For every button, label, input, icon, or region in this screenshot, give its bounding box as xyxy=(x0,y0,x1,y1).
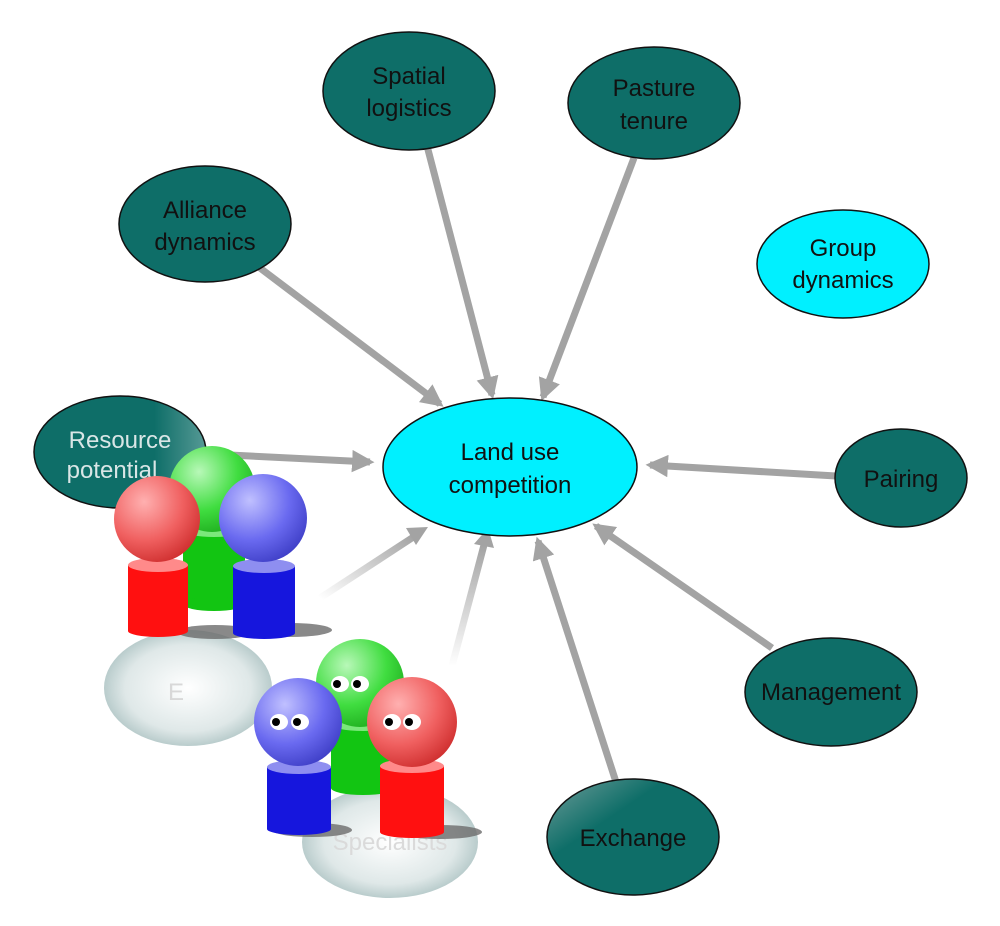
node-spatial-logistics-line2: logistics xyxy=(366,95,451,122)
node-group-dynamics-line1: Group xyxy=(810,235,877,262)
node-exchange-label: Exchange xyxy=(580,825,687,852)
node-alliance-dynamics: Alliance dynamics xyxy=(118,165,292,283)
arrow-faded-left-head xyxy=(406,527,428,545)
node-alliance-dynamics-line1: Alliance xyxy=(163,197,247,224)
node-alliance-dynamics-line2: dynamics xyxy=(154,229,255,256)
node-land-use-competition-line2: competition xyxy=(449,472,572,499)
figure-blue xyxy=(219,474,307,639)
arrow-pasture-tenure xyxy=(538,156,638,402)
node-pairing-label: Pairing xyxy=(864,466,939,493)
node-land-use-competition-line1: Land use xyxy=(461,439,560,466)
node-pasture-tenure-line2: tenure xyxy=(620,108,688,135)
node-pairing: Pairing xyxy=(834,428,968,528)
arrow-faded-bottom xyxy=(448,544,488,667)
node-spatial-logistics-line1: Spatial xyxy=(372,63,445,90)
figure-group-bottom xyxy=(254,639,482,839)
arrow-pairing xyxy=(645,454,837,480)
node-spatial-logistics: Spatial logistics xyxy=(322,31,496,151)
node-pasture-tenure: Pasture tenure xyxy=(567,46,741,160)
arrow-alliance-dynamics xyxy=(257,265,444,407)
faded-bubble-left xyxy=(104,630,272,746)
arrow-faded-left xyxy=(318,533,417,601)
node-resource-potential-line1: Resource xyxy=(69,427,172,454)
figure-red-eyes xyxy=(367,677,457,838)
node-land-use-competition: Land use competition xyxy=(382,397,638,537)
node-management-label: Management xyxy=(761,679,901,706)
arrow-spatial-logistics xyxy=(422,141,499,400)
arrow-exchange xyxy=(532,536,620,784)
figure-group-left xyxy=(114,446,332,639)
figure-head xyxy=(219,474,307,562)
figure-head xyxy=(114,476,200,562)
figure-red xyxy=(114,476,200,637)
arrows xyxy=(209,141,837,784)
node-management: Management xyxy=(744,637,918,747)
node-pasture-tenure-line1: Pasture xyxy=(613,75,696,102)
node-group-dynamics-line2: dynamics xyxy=(792,267,893,294)
node-exchange: Exchange xyxy=(546,778,720,896)
arrow-management xyxy=(592,523,774,651)
node-group-dynamics: Group dynamics xyxy=(756,209,930,319)
faded-bubble-left-label: E xyxy=(168,679,184,706)
figure-blue-eyes xyxy=(254,678,342,835)
